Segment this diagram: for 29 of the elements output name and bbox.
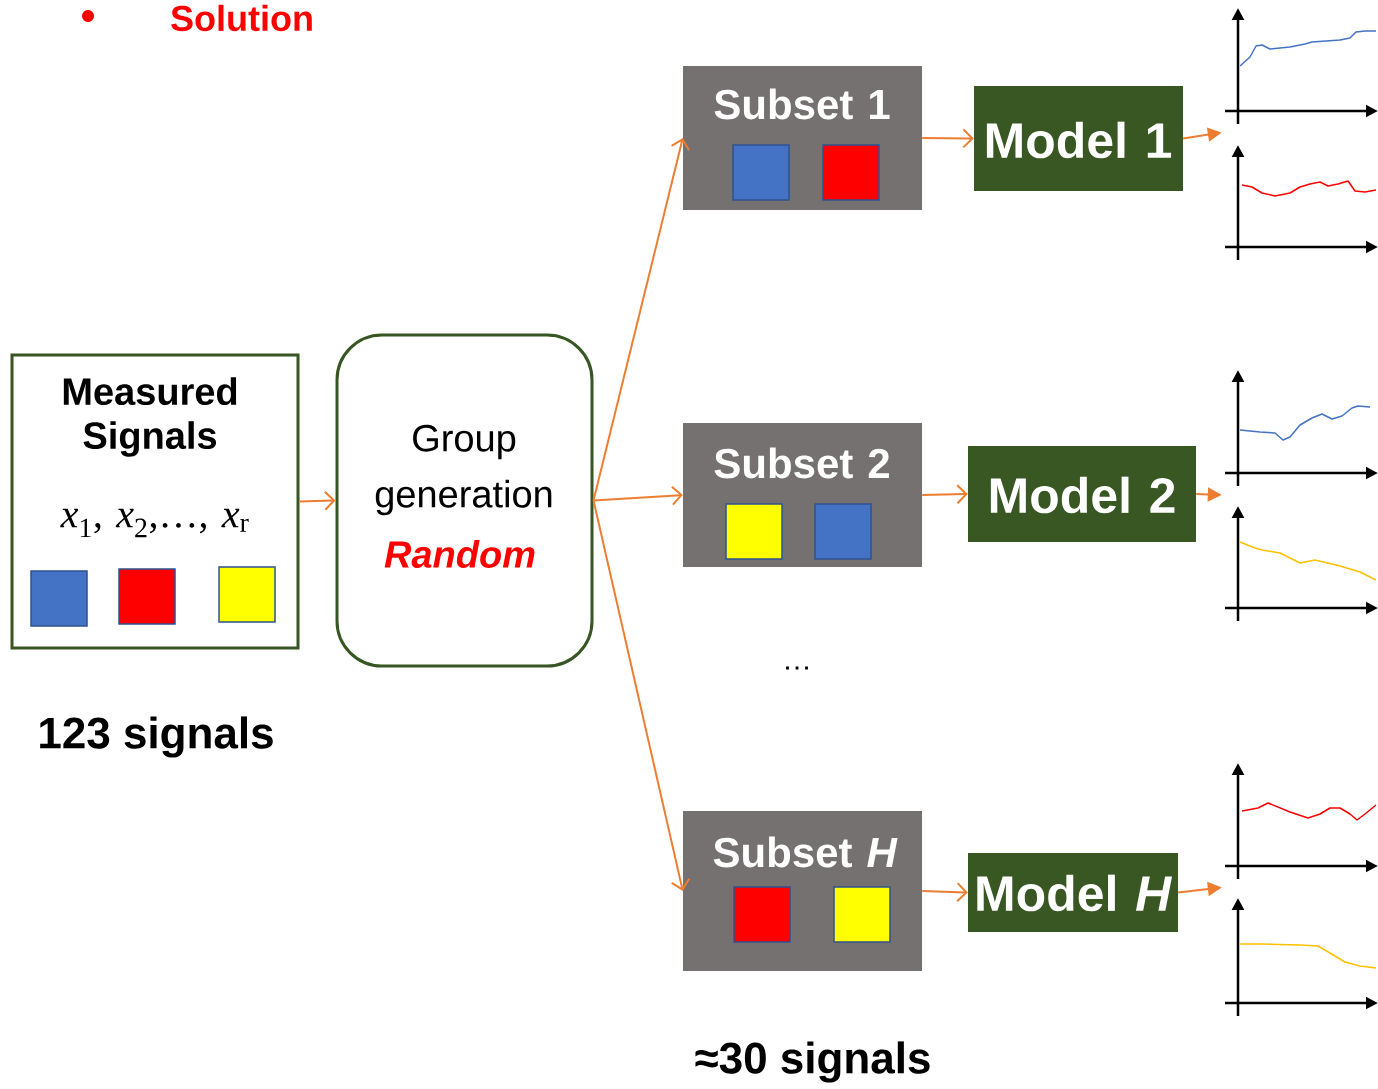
- arrow: [921, 484, 968, 505]
- process-box: [335, 333, 594, 668]
- subset-title: Subset 2: [714, 447, 889, 479]
- box-heading: Measured Signals: [63, 377, 237, 457]
- subset-title: Subset 1: [714, 88, 890, 120]
- heading-text: Solution: [171, 4, 312, 32]
- model-title: Model H: [977, 874, 1173, 912]
- model-box: [968, 446, 1196, 542]
- arrow: [921, 128, 974, 149]
- model-title: Model 1: [986, 121, 1172, 159]
- subset-box: [683, 811, 922, 971]
- subset-title: Subset H: [713, 836, 898, 868]
- arrow: [921, 882, 968, 903]
- subset-box: [683, 66, 922, 210]
- arrow: [592, 138, 691, 502]
- count-label: ≈30 signals: [695, 1041, 930, 1083]
- box-text: Group generation: [375, 424, 552, 516]
- count-label: 123 signals: [40, 716, 273, 758]
- model-title: Model 2: [990, 476, 1175, 514]
- arrow: [298, 490, 336, 511]
- signal-formula: x$_{1}$, x$_{2}$,…, x$_{r}$: [60, 508, 249, 538]
- box-text: Random: [384, 540, 535, 568]
- signal-box: [10, 353, 300, 650]
- model-box: [968, 853, 1178, 932]
- subset-box: [683, 423, 922, 567]
- model-box: [974, 86, 1183, 191]
- ellipsis-text: …: [786, 666, 808, 670]
- arrow: [592, 485, 683, 506]
- arrow: [592, 499, 691, 891]
